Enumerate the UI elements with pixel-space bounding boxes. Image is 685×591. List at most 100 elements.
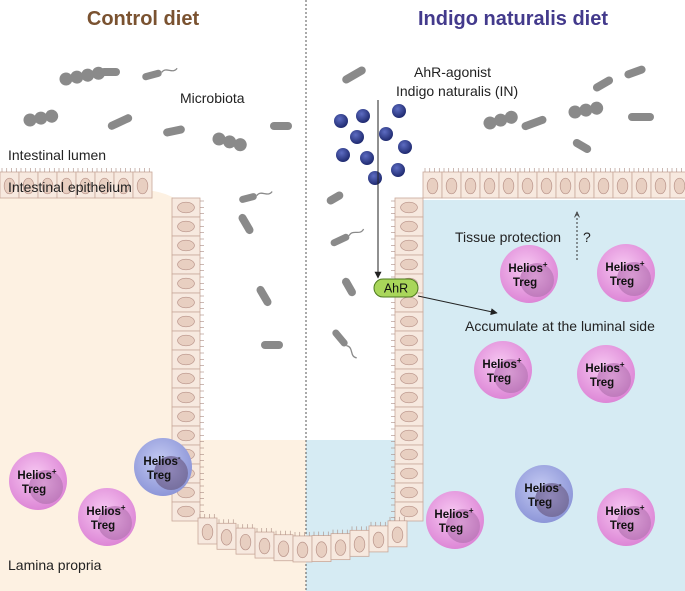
agonist-molecule-icon	[336, 148, 350, 162]
helios-treg-cell: Helios+Treg	[597, 244, 655, 302]
bacteria-icon	[326, 191, 344, 205]
helios-treg-cell: Helios+Treg	[78, 488, 136, 546]
epithelial-cell	[56, 168, 77, 199]
helios-label: Helios+	[605, 503, 645, 518]
agonist-molecule-icon	[356, 109, 370, 123]
epithelial-cell	[330, 529, 351, 561]
agonist-molecule-icon	[334, 114, 348, 128]
agonist-molecules	[334, 104, 412, 185]
intestinal-epithelium	[0, 168, 685, 563]
epithelial-cell	[391, 216, 424, 237]
bacteria-icon	[142, 67, 178, 81]
agonist-molecule-icon	[379, 127, 393, 141]
epithelial-cell	[391, 387, 424, 408]
epithelial-cell	[171, 387, 204, 408]
bacteria-icon	[163, 125, 185, 137]
bacteria-icon	[342, 277, 356, 297]
epithelial-cell	[612, 168, 633, 199]
bacteria-icon	[270, 122, 292, 130]
epithelial-cell	[171, 311, 204, 332]
helios-label: Helios+	[17, 467, 57, 482]
epithelial-cell	[171, 368, 204, 389]
bacteria-icon	[628, 113, 654, 121]
epithelial-cell	[171, 501, 204, 522]
epithelial-cell	[171, 406, 204, 427]
helios-treg-cell: Helios+Treg	[426, 491, 484, 549]
epithelial-cell	[536, 168, 557, 199]
agonist-molecule-icon	[391, 163, 405, 177]
epithelial-cell	[391, 463, 424, 484]
bacteria-icon	[342, 66, 366, 84]
epithelial-cell	[479, 168, 500, 199]
helios-label: Helios+	[605, 259, 645, 274]
epithelial-cell	[235, 524, 256, 555]
epithelial-cell	[555, 168, 576, 199]
epithelial-cell	[132, 168, 153, 199]
treg-cells: Helios+TregHelios-TregHelios+TregHelios+…	[9, 244, 655, 549]
bacteria-icon	[23, 109, 59, 127]
agonist-molecule-icon	[360, 151, 374, 165]
agonist-molecule-icon	[350, 130, 364, 144]
epithelial-cell	[171, 235, 204, 256]
helios-treg-cell: Helios-Treg	[134, 438, 192, 496]
treg-label: Treg	[610, 520, 634, 532]
epithelial-cell	[391, 482, 424, 503]
epithelial-cell	[171, 216, 204, 237]
helios-label: Helios+	[434, 506, 474, 521]
bacteria-icon	[521, 115, 547, 131]
bacteria-icon	[332, 329, 357, 359]
epithelial-cell	[18, 168, 39, 199]
microbiota-label: Microbiota	[180, 90, 245, 106]
microbiota-group	[23, 65, 654, 359]
epithelial-cell	[113, 168, 134, 199]
epithelial-cell	[391, 311, 424, 332]
epithelial-cell	[37, 168, 58, 199]
epithelial-cell	[311, 531, 332, 562]
epithelial-cell	[368, 521, 389, 553]
epithelial-cell	[574, 168, 595, 199]
epithelial-cell	[391, 197, 424, 218]
bacteria-icon	[238, 213, 254, 235]
epithelial-cell	[349, 526, 370, 557]
epithelial-cell	[498, 168, 519, 199]
bacteria-icon	[624, 65, 646, 79]
agonist-molecule-icon	[368, 171, 382, 185]
epithelial-cell	[669, 168, 685, 199]
helios-treg-cell: Helios+Treg	[9, 452, 67, 510]
epithelial-cell	[391, 425, 424, 446]
helios-label: Helios+	[86, 503, 126, 518]
accumulate-arrow-icon	[417, 295, 498, 316]
treg-label: Treg	[513, 277, 537, 289]
intestinal-lumen-label: Intestinal lumen	[8, 147, 106, 163]
helios-label: Helios+	[585, 360, 625, 375]
epithelial-cell	[391, 444, 424, 465]
helios-label: Helios-	[524, 480, 562, 495]
epithelial-cell	[171, 254, 204, 275]
epithelial-cell	[593, 168, 614, 199]
epithelial-cell	[171, 273, 204, 294]
bacteria-icon	[107, 114, 133, 130]
epithelial-cell	[631, 168, 652, 199]
bacteria-icon	[239, 191, 273, 203]
accumulate-label: Accumulate at the luminal side	[465, 318, 655, 334]
treg-label: Treg	[590, 377, 614, 389]
bacteria-icon	[592, 76, 614, 92]
bacteria-icon	[100, 68, 120, 76]
epithelial-cell	[391, 501, 424, 522]
treg-label: Treg	[147, 470, 171, 482]
bacteria-icon	[256, 285, 272, 307]
epithelial-cell	[391, 406, 424, 427]
ahr-badge: AhR	[373, 278, 419, 298]
helios-treg-cell: Helios+Treg	[474, 341, 532, 399]
ahr-label: AhR	[384, 282, 408, 296]
indigo-diet-title: Indigo naturalis diet	[418, 8, 608, 30]
intestinal-epithelium-label: Intestinal epithelium	[8, 179, 132, 195]
treg-label: Treg	[487, 373, 511, 385]
treg-label: Treg	[528, 497, 552, 509]
epithelial-cell	[75, 168, 96, 199]
agonist-label-line1: AhR-agonist	[414, 64, 491, 80]
epithelial-cell	[422, 168, 443, 199]
agonist-molecule-icon	[398, 140, 412, 154]
